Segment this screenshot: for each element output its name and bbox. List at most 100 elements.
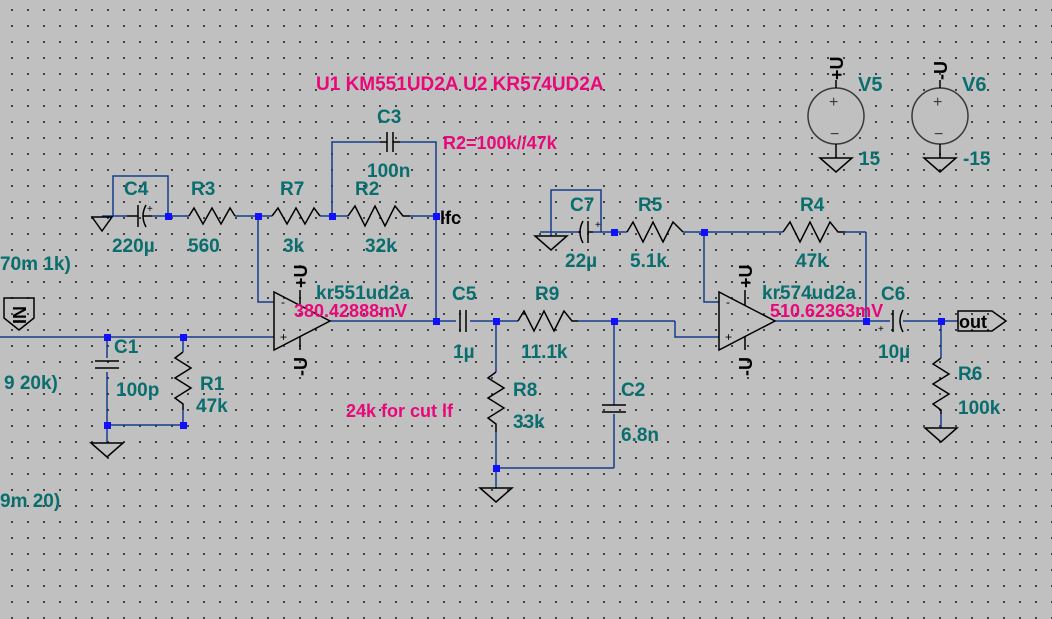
u2-model: kr574ud2a xyxy=(762,283,856,304)
c2-value: 6.8n xyxy=(621,425,659,446)
c6-value: 10µ xyxy=(878,342,910,363)
ground-icon xyxy=(90,216,114,233)
r1-name: R1 xyxy=(200,374,225,395)
c1-value: 100p xyxy=(116,380,159,401)
c7-name: C7 xyxy=(570,195,594,216)
cut-text-1: 70m 1k) xyxy=(0,254,71,275)
svg-text:−: − xyxy=(830,126,839,143)
resistor-r8 xyxy=(486,371,506,432)
ground-icon xyxy=(478,487,514,503)
v5-value: 15 xyxy=(859,149,881,170)
r7-value: 3k xyxy=(283,236,305,257)
v6-pin-label: -U xyxy=(931,61,951,80)
r5-value: 5.1k xyxy=(630,251,667,272)
resistor-r6 xyxy=(931,357,951,414)
resistor-r9 xyxy=(517,309,578,333)
opamp-u2[interactable]: - + xyxy=(718,290,777,352)
c5-value: 1µ xyxy=(453,342,475,363)
svg-text:-: - xyxy=(281,295,285,309)
svg-text:-: - xyxy=(726,295,730,309)
u2-bottom-pin-label: -U xyxy=(736,357,756,376)
resistor-r4 xyxy=(782,220,845,244)
c3-name: C3 xyxy=(377,107,401,128)
c6-name: C6 xyxy=(881,284,905,305)
capacitor-c7: + xyxy=(578,220,601,244)
r7-name: R7 xyxy=(280,179,304,200)
capacitor-c3 xyxy=(380,132,400,152)
r2-note: R2=100k//47k xyxy=(443,133,558,153)
svg-text:+: + xyxy=(878,324,884,335)
wires xyxy=(0,141,958,488)
resistor-r5 xyxy=(626,220,684,244)
c1-name: C1 xyxy=(114,337,139,358)
ground-icon xyxy=(922,157,958,173)
input-port-label: IN xyxy=(10,306,30,324)
r8-note: 24k for cut lf xyxy=(346,401,454,421)
v6-name: V6 xyxy=(962,74,986,96)
cut-text-2: 9 20k) xyxy=(4,373,58,394)
r6-name: R6 xyxy=(958,364,982,385)
u1-bottom-pin-label: -U xyxy=(291,357,311,376)
r9-name: R9 xyxy=(535,284,559,305)
ground-icon xyxy=(533,235,569,251)
u1-model: kr551ud2a xyxy=(316,283,410,304)
ground-symbols xyxy=(89,157,959,503)
svg-text:+: + xyxy=(725,330,732,344)
c2-name: C2 xyxy=(621,380,645,401)
resistors xyxy=(173,204,951,432)
output-port[interactable] xyxy=(957,310,1008,332)
u2-voltage: 510.62363mV xyxy=(770,301,883,321)
svg-text:+: + xyxy=(933,94,942,111)
input-port[interactable] xyxy=(3,297,35,331)
ground-icon xyxy=(89,442,125,458)
r3-name: R3 xyxy=(191,179,215,200)
lfc-net-label: lfc xyxy=(440,208,461,228)
r5-name: R5 xyxy=(638,195,663,216)
output-port-label: out xyxy=(959,312,987,332)
junction-nodes xyxy=(104,213,945,472)
resistor-r2 xyxy=(347,204,410,228)
capacitor-c5 xyxy=(459,310,467,332)
c4-name: C4 xyxy=(124,179,149,200)
resistor-r1 xyxy=(173,351,193,410)
resistor-r7 xyxy=(271,206,321,226)
r2-name: R2 xyxy=(355,179,379,200)
u1-top-pin-label: +U xyxy=(291,264,311,288)
u2-top-pin-label: +U xyxy=(736,264,756,288)
svg-text:+: + xyxy=(595,220,601,231)
ground-icon xyxy=(818,157,854,173)
r4-name: R4 xyxy=(800,195,825,216)
r3-value: 560 xyxy=(188,236,220,257)
voltage-source-v6[interactable]: + − xyxy=(911,80,969,158)
v6-value: -15 xyxy=(963,149,991,170)
c5-name: C5 xyxy=(452,284,477,305)
r2-value: 32k xyxy=(365,236,397,257)
v5-name: V5 xyxy=(858,74,882,96)
r9-value: 11.1k xyxy=(521,342,568,363)
svg-text:+: + xyxy=(147,204,153,215)
c3-value: 100n xyxy=(367,161,410,182)
u1-voltage: 380.42888mV xyxy=(294,301,407,321)
ground-icon xyxy=(923,427,959,443)
voltage-source-v5[interactable]: + − xyxy=(807,80,865,158)
r8-name: R8 xyxy=(513,380,537,401)
schematic-title: U1 KM551UD2A U2 KR574UD2A xyxy=(316,74,604,95)
r8-value: 33k xyxy=(513,412,545,433)
c7-value: 22µ xyxy=(565,251,597,272)
r6-value: 100k xyxy=(958,398,1001,419)
v5-pin-label: +U xyxy=(827,56,847,80)
capacitors: + + xyxy=(95,132,904,413)
capacitor-c1 xyxy=(95,360,119,369)
capacitor-c4: + xyxy=(127,204,153,228)
resistor-r3 xyxy=(188,206,236,226)
cut-text-3: 9m 20) xyxy=(0,491,60,512)
svg-text:+: + xyxy=(280,330,287,344)
capacitor-c2 xyxy=(602,404,626,413)
opamp-u1[interactable]: - + xyxy=(273,290,332,352)
c4-value: 220µ xyxy=(112,236,155,257)
capacitor-c6: + xyxy=(878,309,904,335)
r4-value: 47k xyxy=(796,251,828,272)
svg-text:−: − xyxy=(934,126,943,143)
r1-value: 47k xyxy=(196,396,228,417)
